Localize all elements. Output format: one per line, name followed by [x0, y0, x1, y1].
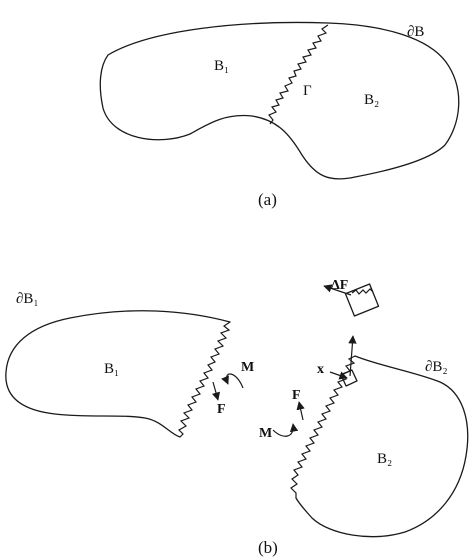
b1-crack-surface — [178, 321, 231, 438]
b2-force-arrow — [296, 401, 305, 421]
region-b2-label-b: B₂ — [377, 451, 392, 467]
force1-label: F — [217, 402, 226, 417]
detached-element-crack — [351, 288, 374, 295]
interface-gamma-label: Γ — [303, 83, 312, 99]
interface-gamma-crack — [268, 24, 329, 125]
caption-b: (b) — [258, 538, 278, 557]
b2-moment-arrow — [272, 423, 299, 437]
boundary-b1-label: ∂B₁ — [16, 291, 39, 307]
b1-moment-arrow — [221, 373, 244, 389]
region-b2-label: B₂ — [364, 92, 379, 108]
force-increment-label: ΔF — [331, 278, 348, 293]
region-b1-label-b: B₁ — [104, 361, 119, 377]
position-x-label: x — [317, 362, 324, 377]
force-increment-arrow — [323, 284, 352, 296]
normal-vector-arrow — [348, 335, 357, 377]
b2-crack-element — [340, 369, 358, 387]
boundary-label: ∂B — [407, 24, 424, 40]
force2-label: F — [292, 388, 301, 403]
moment1-label: M — [241, 360, 254, 375]
moment2-label: M — [259, 426, 272, 441]
detached-element — [344, 283, 380, 317]
body-b-outline — [99, 21, 460, 180]
panel-a: ∂B B₁ B₂ Γ (a) — [99, 21, 460, 209]
boundary-b2-label: ∂B₂ — [425, 359, 448, 375]
body-b1-outline — [5, 310, 231, 438]
region-b1-label: B₁ — [214, 58, 229, 74]
caption-a: (a) — [258, 190, 277, 209]
b1-force-arrow — [211, 381, 221, 401]
position-vector-arrow — [329, 371, 348, 380]
body-b2-outline — [295, 355, 469, 538]
panel-b: ∂B₁ B₁ M F x F M ΔF ∂B₂ B₂ (b) — [5, 278, 469, 557]
